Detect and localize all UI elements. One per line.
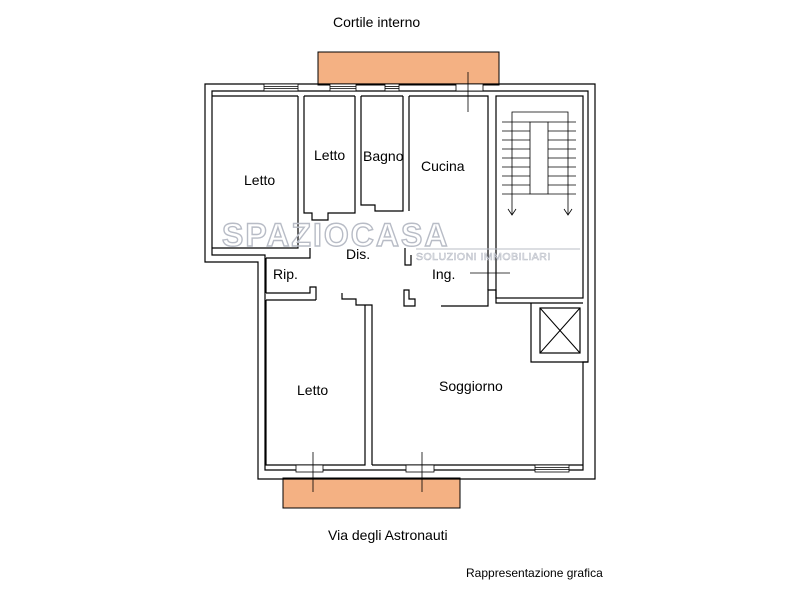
room-label-letto-2: Letto: [314, 147, 346, 163]
balcony-top: [317, 51, 500, 86]
door-marks: [312, 72, 510, 492]
outer-walls: [204, 83, 596, 480]
room-label-ripostiglio: Rip.: [273, 266, 298, 282]
windows: [263, 83, 570, 473]
top-street-label: Cortile interno: [333, 14, 421, 30]
room-label-disimpegno: Dis.: [346, 246, 371, 262]
room-label-bagno: Bagno: [363, 148, 404, 164]
room-label-cucina: Cucina: [421, 158, 465, 174]
caption-label: Rappresentazione grafica: [466, 566, 603, 580]
watermark: SPAZIOCASA SOLUZIONI IMMOBILIARI: [221, 216, 580, 263]
lift-shaft: [539, 307, 581, 354]
balcony-bottom: [282, 477, 461, 509]
room-label-letto-3: Letto: [297, 382, 329, 398]
room-label-soggiorno: Soggiorno: [439, 378, 503, 394]
bottom-street-label: Via degli Astronauti: [328, 527, 448, 543]
staircase: [502, 111, 576, 216]
watermark-tagline: SOLUZIONI IMMOBILIARI: [416, 251, 551, 263]
room-label-letto-1: Letto: [244, 172, 276, 188]
room-label-ingresso: Ing.: [432, 266, 456, 282]
watermark-brand: SPAZIOCASA: [222, 217, 449, 253]
